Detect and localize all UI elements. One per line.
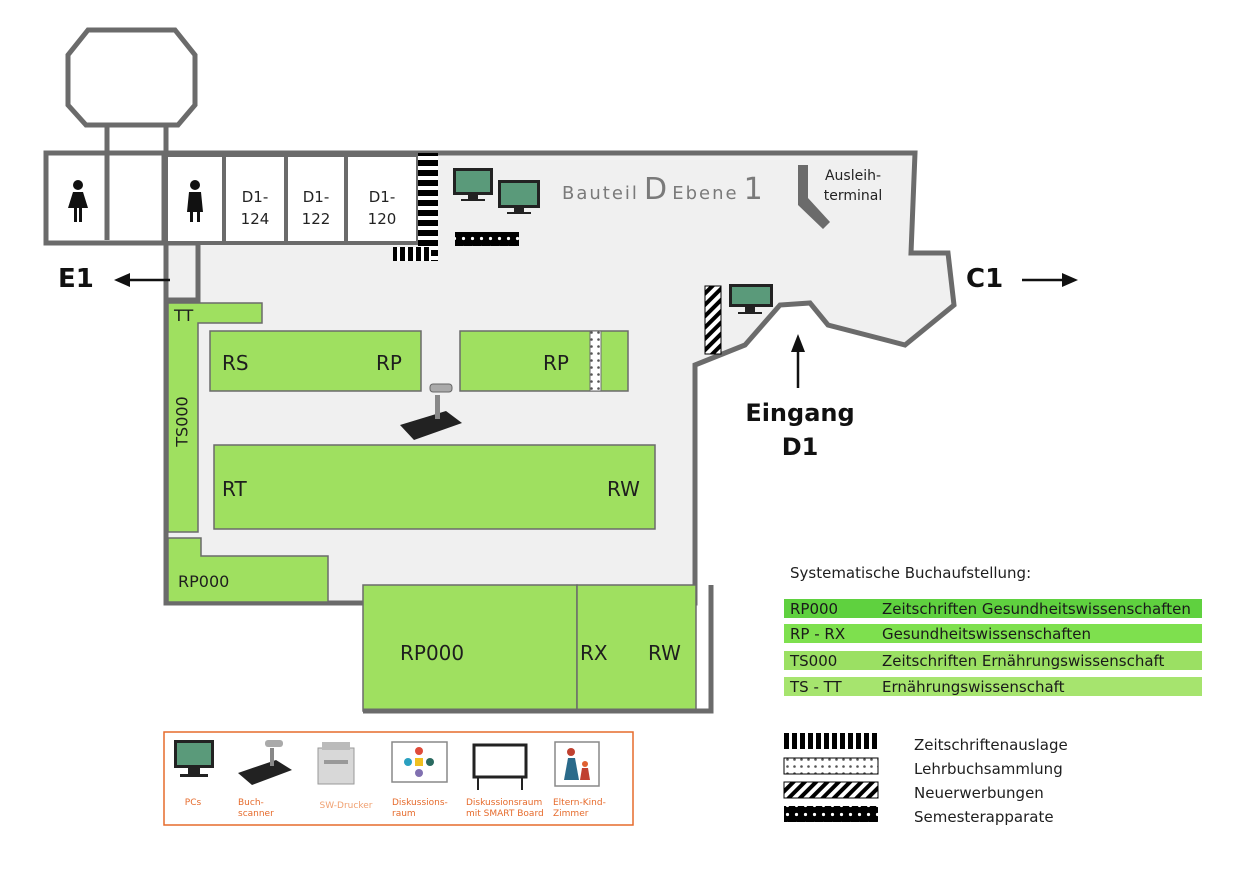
legend-row: RP000 Zeitschriften Gesundheitswissensch… <box>784 599 1202 618</box>
icon-label-discussion: Diskussions- raum <box>392 798 448 819</box>
legend-row: RP - RX Gesundheitswissenschaften <box>784 624 1202 643</box>
shelf-label-rp000-large: RP000 <box>400 641 465 665</box>
icon-label-pcs: PCs <box>184 798 202 808</box>
shelf-rx-rw <box>576 584 697 712</box>
legend-scanner-picture <box>238 740 292 785</box>
swatch-new-acquisitions <box>783 781 879 799</box>
man-icon <box>187 180 203 222</box>
periodicals-display-bottom <box>393 247 431 261</box>
legend-printer-picture <box>317 742 355 785</box>
legend-title: Systematische Buchaufstellung: <box>790 564 1032 582</box>
legend-desc: Zeitschriften Gesundheitswissenschaften <box>882 599 1191 618</box>
room-label-d1-124: D1- 124 <box>240 188 270 228</box>
shelf-label-rt: RT <box>222 477 247 501</box>
legend-desc: Zeitschriften Ernährungswissenschaft <box>882 651 1165 670</box>
swatch-textbooks <box>783 757 879 775</box>
heading-prefix: Bauteil <box>562 183 639 204</box>
textbook-collection <box>589 330 602 392</box>
icon-label-scanner: Buch- scanner <box>238 798 274 819</box>
heading-level: 1 <box>743 172 763 207</box>
room-label-d1-122: D1- 122 <box>301 188 331 228</box>
shelf-label-rp-b: RP <box>543 351 569 375</box>
legend-code: TS - TT <box>790 677 842 696</box>
periodicals-display-vertical <box>418 153 438 261</box>
icon-label-printer: SW-Drucker <box>319 801 373 811</box>
exit-c1-label: C1 <box>966 264 1004 294</box>
shelf-tt <box>167 302 263 533</box>
icon-label-parent-child: Eltern-Kind- Zimmer <box>553 798 606 819</box>
swatch-course-reserves <box>784 806 878 822</box>
legend-pc-picture <box>174 740 214 777</box>
legend-smartboard-picture <box>472 743 528 790</box>
book-scanner-icon <box>400 383 462 440</box>
icon-label-smartboard: Diskussionsraum mit SMART Board <box>466 798 544 819</box>
legend-discussion-picture <box>391 741 448 783</box>
pattern-label-course-reserves: Semesterapparate <box>914 808 1054 826</box>
course-reserves <box>455 232 519 246</box>
entrance-label: Eingang D1 <box>745 399 855 461</box>
shelf-label-rw-a: RW <box>607 477 640 501</box>
legend-desc: Gesundheitswissenschaften <box>882 624 1091 643</box>
swatch-periodicals <box>784 733 878 749</box>
shelf-label-rs: RS <box>222 351 249 375</box>
legend-parent-child-picture <box>554 741 600 787</box>
shelf-label-rw-b: RW <box>648 641 681 665</box>
shelf-rs-rp <box>209 330 422 392</box>
shelf-rp000-small <box>167 537 329 603</box>
pc-icon <box>453 168 493 201</box>
legend-code: TS000 <box>790 651 838 670</box>
legend-code: RP - RX <box>790 624 846 643</box>
pattern-label-new-acquisitions: Neuerwerbungen <box>914 784 1044 802</box>
shelf-label-rp000-small: RP000 <box>178 572 230 591</box>
heading-mid: Ebene <box>672 183 739 204</box>
pc-icon <box>498 180 540 214</box>
pattern-label-textbooks: Lehrbuchsammlung <box>914 760 1063 778</box>
terminal-shape <box>798 165 830 229</box>
shelf-label-rp-a: RP <box>376 351 402 375</box>
shelf-label-tt: TT <box>174 306 194 325</box>
woman-icon <box>68 180 88 222</box>
legend-row: TS000 Zeitschriften Ernährungswissenscha… <box>784 651 1202 670</box>
terminal-label: Ausleih- terminal <box>823 168 883 204</box>
new-acquisitions <box>704 285 722 355</box>
arrow-right-icon <box>1022 273 1078 287</box>
shelf-label-rx: RX <box>580 641 608 665</box>
shelf-label-ts000: TS000 <box>172 396 192 447</box>
elevator-box <box>65 27 198 128</box>
legend-code: RP000 <box>790 599 839 618</box>
arrow-up-icon <box>791 334 805 388</box>
arrow-left-icon <box>114 273 170 287</box>
exit-e1-label: E1 <box>58 264 94 294</box>
shelf-rp000-large <box>362 584 578 712</box>
pattern-label-periodicals: Zeitschriftenauslage <box>914 736 1068 754</box>
floor-heading: Bauteil D Ebene 1 <box>562 172 763 207</box>
legend-desc: Ernährungswissenschaft <box>882 677 1065 696</box>
legend-row: TS - TT Ernährungswissenschaft <box>784 677 1202 696</box>
shelf-rt-rw <box>213 444 656 530</box>
heading-bauteil: D <box>644 172 668 207</box>
pc-icon <box>729 284 773 314</box>
room-label-d1-120: D1- 120 <box>367 188 397 228</box>
